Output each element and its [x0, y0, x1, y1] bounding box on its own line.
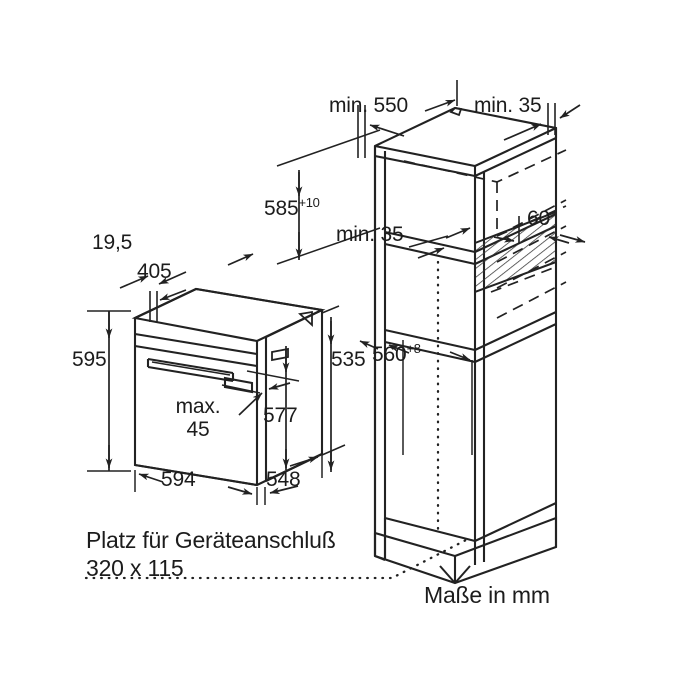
dim-label-niche-width-top: min. 550	[329, 94, 408, 117]
dim-label-niche-depth: 560+8	[372, 342, 421, 366]
dim-label-niche-depth-side: 535	[331, 348, 366, 371]
dim-value-niche-depth: 560	[372, 343, 407, 366]
dim-label-rear-opening-depth: 60	[527, 207, 550, 230]
unit-note: Maße in mm	[424, 582, 550, 608]
dim-label-door-gap: max. 45	[163, 395, 233, 441]
dim-label-depth-top: 19,5	[92, 231, 133, 254]
connection-note-line1: Platz für Geräteanschluß	[86, 527, 336, 553]
oven-outline	[131, 287, 326, 487]
dim-label-height-body: 577	[263, 404, 298, 427]
dim-label-niche-height: 585+10	[264, 196, 320, 220]
service-opening-hatch	[474, 210, 557, 294]
dim-value-niche-height: 585	[264, 197, 299, 220]
dim-label-door-gap-line2: 45	[186, 417, 210, 441]
unit-note-arrow	[439, 556, 471, 584]
dim-label-width-front: 594	[161, 468, 196, 491]
connection-note-line2: 320 x 115	[86, 555, 184, 581]
dim-label-shelf-clearance: min. 35	[336, 223, 404, 246]
dim-label-side-clearance: min. 35	[474, 94, 542, 117]
dim-label-panel-depth: 405	[137, 260, 172, 283]
dim-label-door-gap-line1: max.	[175, 395, 221, 418]
cabinet-dimension-lines	[276, 80, 586, 455]
dim-tolerance-niche-depth: +8	[406, 341, 421, 356]
oven-dimension-lines	[87, 253, 346, 505]
connection-note-leader	[84, 260, 472, 580]
dim-tolerance-niche-height: +10	[298, 195, 320, 210]
dim-label-depth-body: 548	[266, 468, 301, 491]
dim-label-height-front: 595	[72, 348, 107, 371]
